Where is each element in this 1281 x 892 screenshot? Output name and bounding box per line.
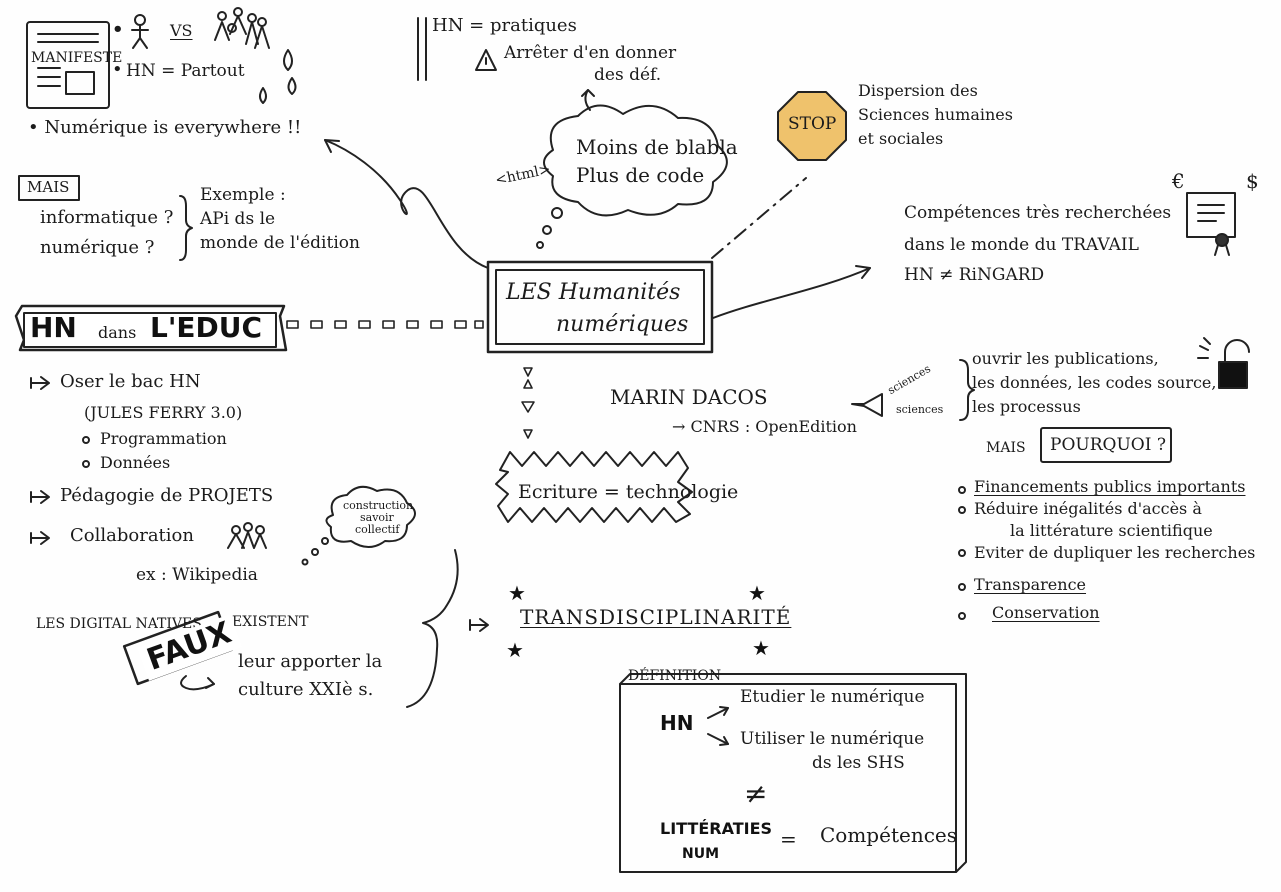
pourquoi-item-transparence: Transparence xyxy=(974,575,1087,594)
pin-icon xyxy=(283,49,293,71)
exemple-line-1: Exemple : xyxy=(200,185,286,205)
competences-line-3: HN ≠ RiNGARD xyxy=(904,265,1045,285)
svg-text:★: ★ xyxy=(508,581,526,605)
cnrs-text: → CNRS : OpenEdition xyxy=(672,417,857,436)
center-title-line-2: numériques xyxy=(556,312,689,337)
numerique-question-text: numérique ? xyxy=(40,237,155,258)
construction-line-1: construction xyxy=(343,499,414,512)
open-lock-icon xyxy=(1224,339,1250,363)
group-people-icon xyxy=(214,7,270,49)
center-title-line-1: LES Humanités xyxy=(506,280,681,305)
definition-competences: Compétences xyxy=(820,823,958,847)
competences-line-2: dans le monde du TRAVAIL xyxy=(904,235,1139,255)
construction-line-2: savoir xyxy=(360,511,394,524)
arreter-line-1: Arrêter d'en donner xyxy=(504,43,677,63)
definition-equals: = xyxy=(780,827,797,851)
arreter-line-2: des déf. xyxy=(594,65,662,85)
ouvrir-line-3: les processus xyxy=(972,397,1081,416)
pourquoi-item-reduire: Réduire inégalités d'accès à xyxy=(974,499,1202,518)
ouvrir-line-2: les données, les codes source, xyxy=(972,373,1217,392)
educ-item-wikipedia: ex : Wikipedia xyxy=(136,565,258,585)
exemple-line-2: APi ds le xyxy=(200,209,276,229)
dispersion-line-2: Sciences humaines xyxy=(858,105,1013,124)
existent-text: EXISTENT xyxy=(232,614,309,630)
educ-item-collaboration: Collaboration xyxy=(70,525,194,546)
hn-partout-text: HN = Partout xyxy=(126,61,245,81)
thought-cloud xyxy=(543,104,728,217)
definition-utiliser-1: Utiliser le numérique xyxy=(740,729,925,749)
pourquoi-item-financements: Financements publics importants xyxy=(974,477,1246,496)
apporter-line-1: leur apporter la xyxy=(238,651,383,672)
numerique-everywhere-text: • Numérique is everywhere !! xyxy=(28,117,302,138)
stars: ★ ★ ★ ★ xyxy=(506,581,770,662)
cloud-line-1: Moins de blabla xyxy=(576,135,738,159)
person-icon xyxy=(131,14,149,49)
apporter-line-2: culture XXIè s. xyxy=(238,679,374,700)
definition-neq: ≠ xyxy=(744,777,768,810)
educ-item-jules-ferry: (JULES FERRY 3.0) xyxy=(84,403,243,422)
transdisciplinarite-text: TRANSDISCIPLINARITÉ xyxy=(520,605,792,629)
hn-educ-dans: dans xyxy=(98,323,137,342)
center-box-border xyxy=(486,260,714,354)
educ-item-oser: Oser le bac HN xyxy=(60,371,201,392)
definition-utiliser-2: ds les SHS xyxy=(812,753,905,773)
stop-label: STOP xyxy=(788,114,837,134)
definition-num: NUM xyxy=(682,846,720,862)
competences-line-1: Compétences très recherchées xyxy=(904,203,1172,223)
svg-text:★: ★ xyxy=(506,638,524,662)
definition-hn: HN xyxy=(660,711,694,735)
stop-sign-icon xyxy=(777,91,847,161)
marin-dacos-text: MARIN DACOS xyxy=(610,385,768,409)
hn-pratiques-text: HN = pratiques xyxy=(432,15,577,36)
pourquoi-label: POURQUOI ? xyxy=(1050,435,1166,455)
pourquoi-item-eviter: Eviter de dupliquer les recherches xyxy=(974,543,1256,562)
mais-label: MAIS xyxy=(27,178,70,196)
mais-pourquoi-mais: MAIS xyxy=(986,440,1026,456)
dollar-symbol: $ xyxy=(1246,169,1259,193)
jagged-bubble xyxy=(495,451,693,523)
svg-text:★: ★ xyxy=(748,581,766,605)
warning-icon xyxy=(475,49,497,71)
svg-text:★: ★ xyxy=(752,636,770,660)
educ-item-donnees: Données xyxy=(100,453,171,472)
megaphone-icon xyxy=(851,393,883,417)
definition-etudier: Etudier le numérique xyxy=(740,687,925,707)
dispersion-line-3: et sociales xyxy=(858,129,944,148)
manifeste-doc-icon xyxy=(26,21,110,109)
ouvrir-line-1: ouvrir les publications, xyxy=(972,349,1159,368)
pourquoi-item-conservation: Conservation xyxy=(992,603,1100,622)
educ-item-programmation: Programmation xyxy=(100,429,227,448)
exemple-line-3: monde de l'édition xyxy=(200,233,360,253)
cloud-line-2: Plus de code xyxy=(576,163,705,187)
definition-label: DÉFINITION xyxy=(628,668,722,684)
construction-line-3: collectif xyxy=(355,523,400,536)
megaphone-word-2: sciences xyxy=(896,403,944,416)
educ-item-pedagogie: Pédagogie de PROJETS xyxy=(60,485,274,506)
vs-label: VS xyxy=(170,21,193,40)
digital-natives-text: LES DIGITAL NATIVES xyxy=(36,616,202,632)
pourquoi-item-litterature: la littérature scientifique xyxy=(1010,521,1213,540)
ecriture-technologie-text: Ecriture = technologie xyxy=(518,481,739,503)
hn-educ-hn: HN xyxy=(30,311,77,344)
hn-educ-educ: L'EDUC xyxy=(150,311,263,344)
dispersion-line-1: Dispersion des xyxy=(858,81,978,100)
manifeste-label: MANIFESTE xyxy=(31,50,123,66)
certificate-icon xyxy=(1186,192,1236,238)
euro-symbol: € xyxy=(1172,169,1185,193)
definition-litteraties: LITTÉRATIES xyxy=(660,819,773,838)
informatique-text: informatique ? xyxy=(40,207,174,228)
